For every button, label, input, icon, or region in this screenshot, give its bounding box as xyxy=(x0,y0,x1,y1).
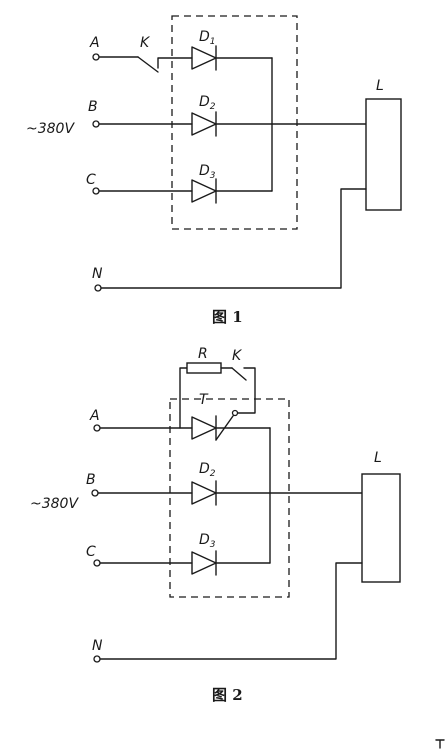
load-box-2 xyxy=(361,473,401,583)
figure-1: A B C N ~380V K D1 D2 D3 L xyxy=(26,15,402,326)
diode-d1-label: D1 xyxy=(199,29,216,47)
diode-d2-symbol-2 xyxy=(191,480,217,506)
terminal-b-2 xyxy=(91,489,99,497)
voltage-label-2: ~380V xyxy=(30,496,79,512)
terminal-c-2 xyxy=(93,559,101,567)
terminal-n-2 xyxy=(93,655,101,663)
gate-terminal xyxy=(231,409,239,417)
diode-d2-label: D2 xyxy=(199,94,216,112)
switch-k-1 xyxy=(137,56,159,73)
diode-enclosure-2 xyxy=(169,398,290,598)
terminal-a-2 xyxy=(93,424,101,432)
switch-k-2 xyxy=(231,367,247,381)
terminal-c-label: C xyxy=(86,172,96,188)
diode-enclosure-1 xyxy=(171,15,298,230)
diode-d1-symbol xyxy=(191,45,217,71)
load-label-1: L xyxy=(376,78,384,94)
terminal-n xyxy=(94,284,102,292)
resistor-r-label: R xyxy=(198,346,208,362)
thyristor-t-symbol xyxy=(191,415,217,441)
thyristor-t-label: T xyxy=(199,392,209,408)
caption-figure-2: 图 2 xyxy=(212,686,243,704)
switch-k-label-2: K xyxy=(232,348,243,364)
terminal-c-label-2: C xyxy=(86,544,96,560)
terminal-b-label: B xyxy=(88,99,98,115)
terminal-a xyxy=(92,53,100,61)
wire-neutral-2 xyxy=(99,562,363,660)
resistor-r xyxy=(186,362,222,374)
gate-loop-left xyxy=(179,367,188,429)
terminal-b xyxy=(92,120,100,128)
wire-a-out xyxy=(157,57,193,69)
diode-d3-symbol-2 xyxy=(191,550,217,576)
load-label-2: L xyxy=(374,450,382,466)
terminal-c xyxy=(92,187,100,195)
gate-loop-right xyxy=(237,367,256,414)
caption-figure-1: 图 1 xyxy=(212,308,243,326)
load-box-1 xyxy=(365,98,402,211)
terminal-a-label-2: A xyxy=(89,408,100,424)
diode-d3-label-2: D3 xyxy=(199,532,216,550)
diode-d3-label: D3 xyxy=(199,163,216,181)
diode-d3-symbol xyxy=(191,178,217,204)
terminal-n-label-2: N xyxy=(92,638,103,654)
terminal-b-label-2: B xyxy=(86,472,96,488)
terminal-a-label: A xyxy=(89,35,100,51)
figure-2: A B C N ~380V T R K D2 D3 xyxy=(30,346,401,704)
wire-neutral-1 xyxy=(100,188,367,289)
switch-k-label-1: K xyxy=(140,35,151,51)
diode-d2-symbol xyxy=(191,111,217,137)
voltage-label: ~380V xyxy=(26,121,75,137)
terminal-n-label: N xyxy=(92,266,103,282)
corner-mark xyxy=(435,739,445,749)
diode-d2-label-2: D2 xyxy=(199,461,216,479)
